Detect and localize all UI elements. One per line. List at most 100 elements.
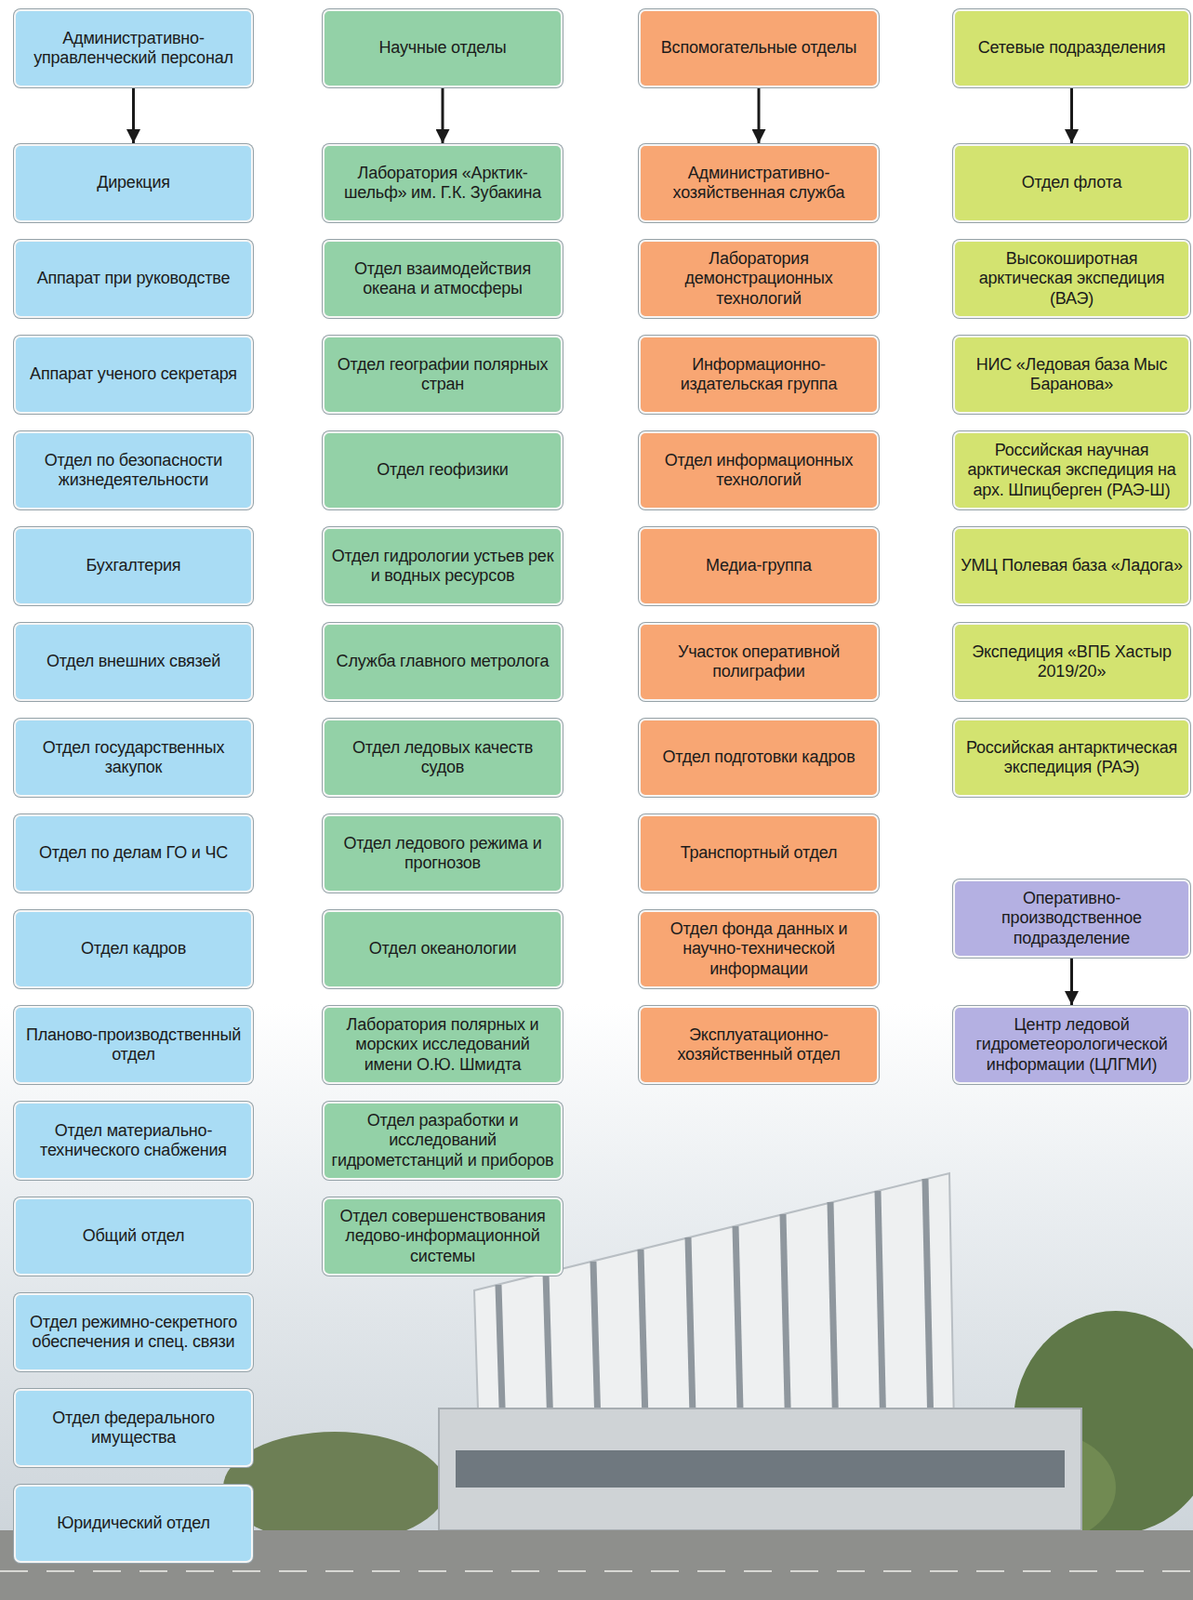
group-header: Вспомогательные отделы [638, 9, 879, 88]
department-box: Отдел внешних связей [13, 623, 253, 702]
tree [223, 1431, 447, 1544]
box-label: Административно-управленческий персонал [21, 28, 246, 68]
box-label: Отдел разработки и исследований гидромет… [330, 1111, 556, 1170]
box-label: Планово-производственный отдел [21, 1025, 246, 1065]
box-label: Отдел государственных закупок [21, 738, 246, 778]
box-label: Отдел флота [1021, 172, 1123, 193]
connector-arrow [757, 87, 761, 144]
box-label: Аппарат при руководстве [37, 268, 231, 289]
department-box: Дирекция [13, 144, 253, 223]
department-box: Лаборатория демонстрационных технологий [638, 239, 879, 319]
department-box: Высокоширотная арктическая экспедиция (В… [953, 239, 1191, 319]
box-label: Бухгалтерия [86, 556, 182, 576]
box-label: Экспедиция «ВПБ Хастыр 2019/20» [960, 642, 1183, 682]
department-box: Отдел разработки и исследований гидромет… [322, 1101, 563, 1180]
department-box: Аппарат при руководстве [13, 239, 253, 319]
department-box: Отдел фонда данных и научно-технической … [638, 910, 879, 989]
road-marking [0, 1570, 1193, 1573]
department-box: Административно-хозяйственная служба [638, 144, 879, 223]
box-label: Отдел геофизики [376, 460, 508, 480]
department-box: Отдел ледовых качеств судов [322, 718, 563, 797]
department-box: Отдел кадров [13, 910, 253, 989]
box-label: Отдел режимно-секретного обеспечения и с… [21, 1312, 246, 1353]
department-box: Лаборатория «Арктик-шельф» им. Г.К. Зуба… [322, 144, 563, 223]
department-box: Лаборатория полярных и морских исследова… [322, 1006, 563, 1085]
box-label: Отдел подготовки кадров [662, 747, 855, 768]
department-box: Отдел по безопасности жизнедеятельности [13, 431, 253, 510]
box-label: Отдел материально-технического снабжения [21, 1121, 246, 1161]
box-label: Отдел информационных технологий [646, 450, 872, 491]
connector-arrow [132, 87, 135, 144]
box-label: Отдел ледовых качеств судов [330, 738, 556, 778]
department-box: Российская антарктическая экспедиция (РА… [953, 718, 1191, 797]
box-label: Лаборатория «Арктик-шельф» им. Г.К. Зуба… [330, 163, 556, 203]
department-box: Отдел гидрологии устьев рек и водных рес… [322, 527, 563, 606]
department-box: Транспортный отдел [638, 814, 879, 893]
box-label: Дирекция [96, 172, 171, 193]
department-box: Участок оперативной полиграфии [638, 623, 879, 702]
department-box: НИС «Ледовая база Мыс Баранова» [953, 335, 1191, 414]
department-box: Отдел взаимодействия океана и атмосферы [322, 239, 563, 319]
box-label: Вспомогательные отделы [661, 38, 857, 58]
department-box: Аппарат ученого секретаря [13, 335, 253, 414]
group-header: Оперативно-производственное подразделени… [953, 879, 1191, 958]
box-label: Аппарат ученого секретаря [29, 364, 238, 385]
box-label: Информационно-издательская группа [646, 355, 872, 395]
department-box: Медиа-группа [638, 527, 879, 606]
department-box: Отдел подготовки кадров [638, 718, 879, 797]
box-label: Сетевые подразделения [978, 38, 1167, 58]
box-label: Участок оперативной полиграфии [646, 642, 872, 682]
box-label: УМЦ Полевая база «Ладога» [960, 556, 1182, 576]
department-box: Отдел государственных закупок [13, 718, 253, 797]
box-label: Отдел федерального имущества [21, 1408, 246, 1448]
department-box: Российская научная арктическая экспедици… [953, 431, 1191, 510]
department-box: Отдел флота [953, 144, 1191, 223]
department-box: Общий отдел [13, 1197, 253, 1276]
box-label: Отдел океанологии [369, 939, 517, 959]
box-label: Отдел внешних связей [46, 651, 221, 672]
box-label: Высокоширотная арктическая экспедиция (В… [960, 249, 1183, 308]
group-header: Научные отделы [322, 9, 563, 88]
group-header: Сетевые подразделения [953, 9, 1191, 88]
connector-arrow [1070, 87, 1074, 144]
building-podium [438, 1408, 1082, 1531]
department-box: Юридический отдел [13, 1484, 253, 1564]
department-box: Отдел географии полярных стран [322, 335, 563, 414]
box-label: Отдел по делам ГО и ЧС [39, 843, 228, 863]
department-box: Отдел ледового режима и прогнозов [322, 814, 563, 893]
box-label: Лаборатория полярных и морских исследова… [330, 1015, 556, 1074]
podium-windows [455, 1450, 1065, 1488]
box-label: Юридический отдел [56, 1513, 210, 1534]
department-box: Информационно-издательская группа [638, 335, 879, 414]
box-label: Транспортный отдел [680, 843, 838, 863]
box-label: Общий отдел [82, 1226, 186, 1247]
box-label: Российская научная арктическая экспедици… [960, 440, 1183, 500]
department-box: Бухгалтерия [13, 527, 253, 606]
box-label: Отдел взаимодействия океана и атмосферы [330, 259, 556, 299]
department-box: Отдел режимно-секретного обеспечения и с… [13, 1293, 253, 1372]
department-box: УМЦ Полевая база «Ладога» [953, 527, 1191, 606]
box-label: Эксплуатационно-хозяйственный отдел [646, 1025, 872, 1065]
department-box: Отдел океанологии [322, 910, 563, 989]
department-box: Отдел федерального имущества [13, 1389, 253, 1468]
box-label: Медиа-группа [705, 556, 812, 576]
box-label: НИС «Ледовая база Мыс Баранова» [960, 355, 1183, 395]
box-label: Служба главного метролога [336, 651, 550, 672]
sky [0, 1004, 1193, 1600]
department-box: Отдел материально-технического снабжения [13, 1101, 253, 1180]
box-label: Оперативно-производственное подразделени… [960, 888, 1183, 948]
department-box: Отдел геофизики [322, 431, 563, 510]
box-label: Отдел ледового режима и прогнозов [330, 834, 556, 874]
box-label: Отдел кадров [80, 939, 186, 959]
department-box: Центр ледовой гидрометеорологической инф… [953, 1006, 1191, 1085]
department-box: Отдел совершенствования ледово-информаци… [322, 1197, 563, 1276]
department-box: Эксплуатационно-хозяйственный отдел [638, 1006, 879, 1085]
connector-arrow [1070, 957, 1074, 1006]
group-header: Административно-управленческий персонал [13, 9, 253, 88]
box-label: Российская антарктическая экспедиция (РА… [960, 738, 1183, 778]
box-label: Отдел географии полярных стран [330, 355, 556, 395]
box-label: Центр ледовой гидрометеорологической инф… [960, 1015, 1183, 1074]
department-box: Экспедиция «ВПБ Хастыр 2019/20» [953, 623, 1191, 702]
department-box: Служба главного метролога [322, 623, 563, 702]
department-box: Планово-производственный отдел [13, 1006, 253, 1085]
